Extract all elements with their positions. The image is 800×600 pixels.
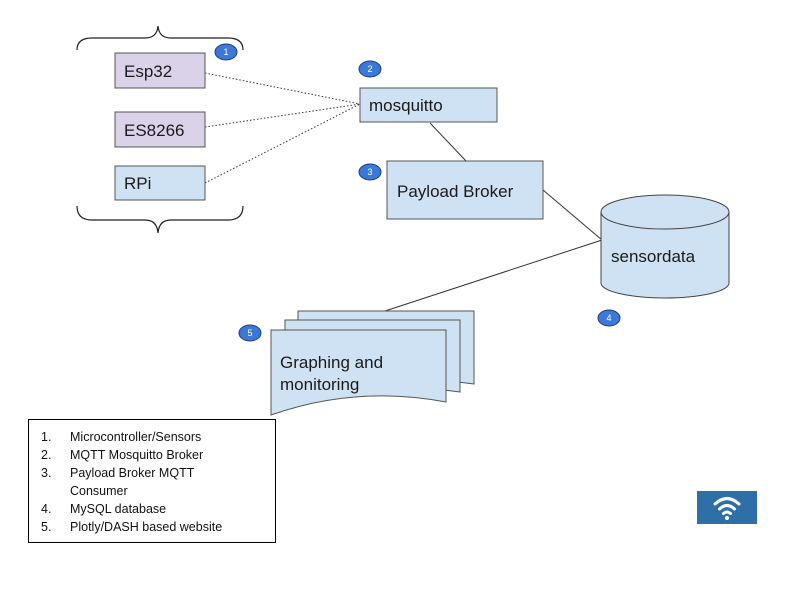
legend-item: 3.Payload Broker MQTT Consumer bbox=[41, 466, 195, 498]
payload-broker-node: Payload Broker bbox=[386, 160, 544, 220]
esp32-label: Esp32 bbox=[124, 62, 172, 81]
graphing-node: Graphing and monitoring bbox=[270, 310, 475, 416]
es8266-node: ES8266 bbox=[114, 111, 206, 148]
rpi-label: RPi bbox=[124, 174, 151, 193]
sensordata-label: sensordata bbox=[611, 247, 696, 266]
rpi-to-mosquitto-line bbox=[204, 103, 361, 184]
badge-5: 5 bbox=[238, 324, 262, 342]
legend-item: 4.MySQL database bbox=[41, 502, 167, 516]
legend-item: 2.MQTT Mosquitto Broker bbox=[41, 448, 204, 462]
es8266-to-mosquitto-line bbox=[204, 103, 361, 128]
wifi-icon bbox=[697, 491, 757, 524]
svg-text:5: 5 bbox=[248, 328, 253, 338]
esp32-to-mosquitto-line bbox=[204, 72, 361, 105]
legend-box: 1.Microcontroller/Sensors 2.MQTT Mosquit… bbox=[28, 419, 276, 543]
legend-list: 1.Microcontroller/Sensors 2.MQTT Mosquit… bbox=[29, 420, 275, 536]
es8266-label: ES8266 bbox=[124, 121, 185, 140]
svg-text:4: 4 bbox=[607, 313, 612, 323]
badge-1: 1 bbox=[214, 43, 238, 61]
mosquitto-to-payload-line bbox=[429, 122, 467, 162]
payload-broker-label: Payload Broker bbox=[397, 182, 514, 201]
graphing-label-line2: monitoring bbox=[280, 375, 359, 394]
svg-text:1: 1 bbox=[224, 47, 229, 57]
rpi-node: RPi bbox=[114, 165, 206, 201]
mosquitto-label: mosquitto bbox=[369, 96, 443, 115]
svg-text:2: 2 bbox=[368, 64, 373, 74]
sensordata-to-graphing-line bbox=[384, 239, 603, 312]
graphing-label-line1: Graphing and bbox=[280, 353, 383, 372]
badge-3: 3 bbox=[358, 163, 382, 181]
badge-4: 4 bbox=[597, 309, 621, 327]
svg-text:3: 3 bbox=[368, 167, 373, 177]
payload-to-sensordata-line bbox=[542, 189, 603, 241]
esp32-node: Esp32 bbox=[114, 52, 206, 89]
badge-2: 2 bbox=[358, 60, 382, 78]
mosquitto-node: mosquitto bbox=[359, 87, 498, 123]
bottom-brace bbox=[76, 205, 244, 234]
legend-item: 1.Microcontroller/Sensors bbox=[41, 430, 202, 444]
top-brace bbox=[76, 25, 244, 51]
connectors bbox=[204, 72, 603, 312]
sensordata-node: sensordata bbox=[600, 194, 730, 299]
legend-item: 5.Plotly/DASH based website bbox=[41, 520, 223, 534]
